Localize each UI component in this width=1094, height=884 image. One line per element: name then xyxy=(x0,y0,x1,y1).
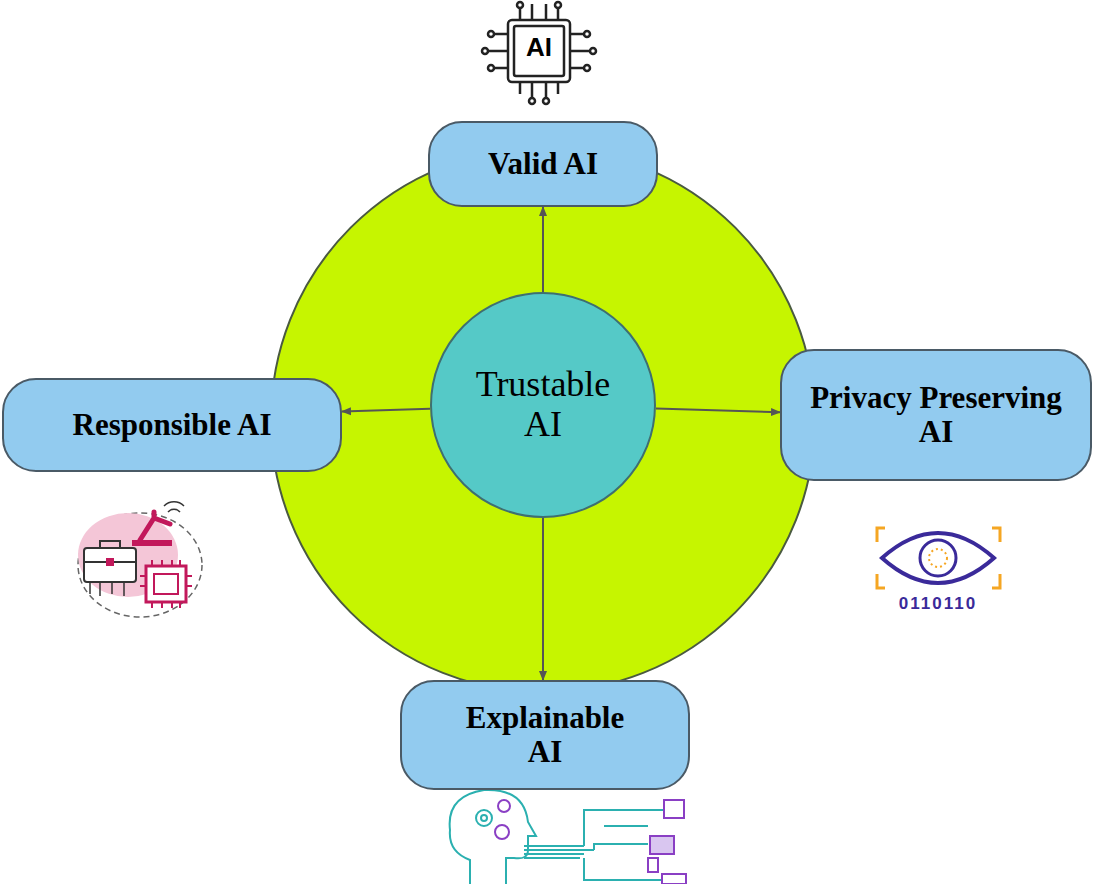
node-label: Explainable AI xyxy=(450,701,640,769)
process-box: Responsible AI xyxy=(2,378,342,472)
process-box: Explainable AI xyxy=(400,680,690,790)
text-stack: Explainable AI xyxy=(450,701,640,769)
text-stack: Privacy Preserving AI xyxy=(801,381,1071,449)
binary-text: 0110110 xyxy=(868,594,1008,614)
arrow-connector xyxy=(542,518,544,680)
node-label: Valid AI xyxy=(448,147,638,181)
chip-text: AI xyxy=(514,32,564,63)
process-box: Privacy Preserving AI xyxy=(780,349,1092,481)
arrow-connector xyxy=(542,207,544,292)
responsible-icon xyxy=(78,502,202,617)
node-label: Responsible AI xyxy=(22,408,322,442)
chip-icon xyxy=(482,2,596,104)
node-label: Trustable AI xyxy=(468,365,618,444)
text-stack: Trustable AI xyxy=(468,365,618,444)
explainable-icon xyxy=(450,790,686,884)
text-stack: Valid AI xyxy=(448,147,638,181)
center-circle: Trustable AI xyxy=(430,292,656,518)
arrow-connector xyxy=(656,408,780,412)
green-ring xyxy=(271,148,815,692)
eye-icon xyxy=(877,528,1000,588)
process-box: Valid AI xyxy=(428,121,658,207)
node-label: Privacy Preserving AI xyxy=(801,381,1071,449)
arrow-connector xyxy=(342,409,430,412)
text-stack: Responsible AI xyxy=(22,408,322,442)
